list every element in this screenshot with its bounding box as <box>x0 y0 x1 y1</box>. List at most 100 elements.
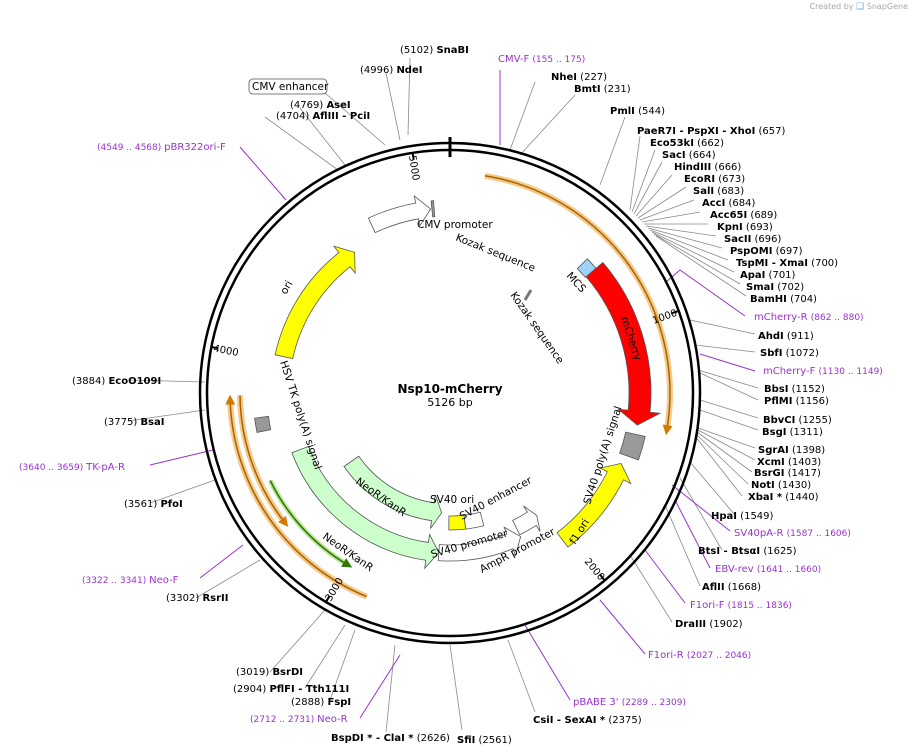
neokanr-arrow-outer <box>291 445 440 570</box>
restriction-sites: (5102) SnaBI (4996) NdeI (4769) AseI(4704)… <box>72 45 838 746</box>
restriction-site-label: AhdI (911) <box>758 331 814 342</box>
restriction-site-label: PspOMI (697) <box>730 246 803 257</box>
neokanr-arrow-inner <box>343 455 443 529</box>
restriction-site-label: NotI (1430) <box>751 480 811 491</box>
tick-mark <box>325 595 331 603</box>
tick-label: 3000 <box>324 576 346 604</box>
feature-label: CMV promoter <box>417 219 493 231</box>
sv40-promoter-arrow <box>437 526 522 562</box>
restriction-site-label: (3302) RsrII <box>166 593 228 604</box>
primer-label: (4549 .. 4568) pBR322ori-F <box>97 142 226 153</box>
primer-label: F1ori-F (1815 .. 1836) <box>690 600 792 611</box>
restriction-site-label: SfiI (2561) <box>457 735 512 746</box>
primer-label: mCherry-R (862 .. 880) <box>754 312 864 323</box>
primer-label: pBABE 3' (2289 .. 2309) <box>573 697 686 708</box>
restriction-site-label: SacI (664) <box>662 150 716 161</box>
restriction-site-label: (3884) EcoO109I <box>72 376 161 387</box>
cmv-promoter-arrow <box>367 195 432 234</box>
restriction-site-label: BsrGI (1417) <box>754 468 821 479</box>
kozak-box <box>430 200 436 218</box>
restriction-site-label: KpnI (693) <box>717 222 773 233</box>
restriction-site-label: (4996) NdeI <box>360 65 422 76</box>
primer-label: mCherry-F (1130 .. 1149) <box>763 366 883 377</box>
feature-label: Kozak sequence <box>454 232 537 275</box>
primer-leaders <box>149 70 756 719</box>
tick-mark <box>599 574 606 582</box>
restriction-site-label: BspDI * - ClaI * (2626) <box>331 733 450 744</box>
feature-label: SV40 ori <box>430 494 474 506</box>
created-by-text: Created by <box>809 2 854 11</box>
restriction-site-label: BtsI - BtsαI (1625) <box>698 546 797 557</box>
primer-labels: CMV-F (155 .. 175) (4549 .. 4568) pBR322o… <box>19 54 883 725</box>
cmv-enhancer-box <box>248 78 328 95</box>
tick-label: 2000 <box>582 556 607 583</box>
restriction-site-label: (3561) PfoI <box>124 499 183 510</box>
primer-label: (3640 .. 3659) TK-pA-R <box>19 462 125 473</box>
tick-mark <box>411 152 415 160</box>
feature-label: ori <box>278 279 295 297</box>
restriction-site-label: (3775) BsaI <box>104 417 164 428</box>
restriction-site-label: DraIII (1902) <box>675 619 743 630</box>
orange-arcs <box>225 172 673 600</box>
leader-lines <box>127 57 759 733</box>
sv40-polya-box <box>619 431 646 461</box>
restriction-site-label: PflMI (1156) <box>764 396 829 407</box>
restriction-site-label: SalI (683) <box>693 186 744 197</box>
primer-label: (2712 .. 2731) Neo-R <box>250 714 348 725</box>
mcs-box <box>576 258 597 278</box>
restriction-site-label: (3019) BsrDI <box>236 667 303 678</box>
f1-ori-arrow <box>556 462 632 548</box>
primer-label: F1ori-R (2027 .. 2046) <box>648 650 751 661</box>
restriction-site-label: SacII (696) <box>724 234 781 245</box>
tick-label: 4000 <box>212 343 239 359</box>
restriction-site-label: HpaI (1549) <box>711 511 774 522</box>
ampr-promoter-arrow <box>512 505 541 536</box>
primer-label: (3322 .. 3341) Neo-F <box>82 575 179 586</box>
restriction-site-label: HindIII (666) <box>674 162 741 173</box>
primer-label: CMV-F (155 .. 175) <box>498 54 585 65</box>
restriction-site-label: BamHI (704) <box>750 294 817 305</box>
sv40-ori-box <box>448 514 467 531</box>
snapgene-credit: Created by ❏ SnapGene <box>810 2 908 12</box>
plasmid-size: 5126 bp <box>427 396 472 409</box>
restriction-site-label: SbfI (1072) <box>760 348 819 359</box>
restriction-site-label: SgrAI (1398) <box>758 445 825 456</box>
restriction-site-label: (4769) AseI <box>290 100 351 111</box>
plasmid-name: Nsp10-mCherry <box>397 382 502 396</box>
restriction-site-label: Acc65I (689) <box>710 210 777 221</box>
ori-arrow <box>274 245 356 360</box>
restriction-site-label: TspMI - XmaI (700) <box>736 258 838 269</box>
restriction-site-label: (2888) FspI <box>291 697 351 708</box>
tick-label: 5000 <box>406 155 421 182</box>
snapgene-logo-icon: ❏ <box>856 2 865 12</box>
restriction-site-label: XcmI (1403) <box>757 457 821 468</box>
restriction-site-label: PaeR7I - PspXI - XhoI (657) <box>637 126 785 137</box>
kozak-marker <box>523 289 533 301</box>
restriction-site-label: PmlI (544) <box>610 106 665 117</box>
restriction-site-label: ApaI (701) <box>740 270 796 281</box>
restriction-site-label: CsiI - SexAI * (2375) <box>533 715 642 726</box>
mcherry-arrow <box>585 261 662 426</box>
restriction-site-label: AflII (1668) <box>702 582 761 593</box>
restriction-site-label: (2904) PflFI - Tth111I <box>233 684 349 695</box>
brand-name: SnapGene <box>866 2 908 11</box>
restriction-site-label: BsgI (1311) <box>762 427 823 438</box>
feature-label: Kozak sequence <box>508 290 566 366</box>
restriction-site-label: AccI (684) <box>702 198 755 209</box>
cmv-enhancer-label: CMV enhancer <box>252 81 329 93</box>
tick-mark <box>671 309 680 315</box>
restriction-site-label: BmtI (231) <box>574 84 631 95</box>
restriction-site-label: (5102) SnaBI <box>400 45 469 56</box>
primer-label: EBV-rev (1641 .. 1660) <box>715 564 821 575</box>
restriction-site-label: Eco53kI (662) <box>650 138 724 149</box>
restriction-site-label: BbvCI (1255) <box>763 415 832 426</box>
restriction-site-label: NheI (227) <box>551 72 607 83</box>
primer-label: SV40pA-R (1587 .. 1606) <box>734 528 851 539</box>
restriction-site-label: XbaI * (1440) <box>748 492 819 503</box>
restriction-site-label: EcoRI (673) <box>684 174 745 185</box>
restriction-site-label: (4704) AflIII - PciI <box>276 111 370 122</box>
restriction-site-label: SmaI (702) <box>746 282 804 293</box>
hsv-tk-polya-box <box>254 415 272 433</box>
restriction-site-label: BbsI (1152) <box>764 384 825 395</box>
